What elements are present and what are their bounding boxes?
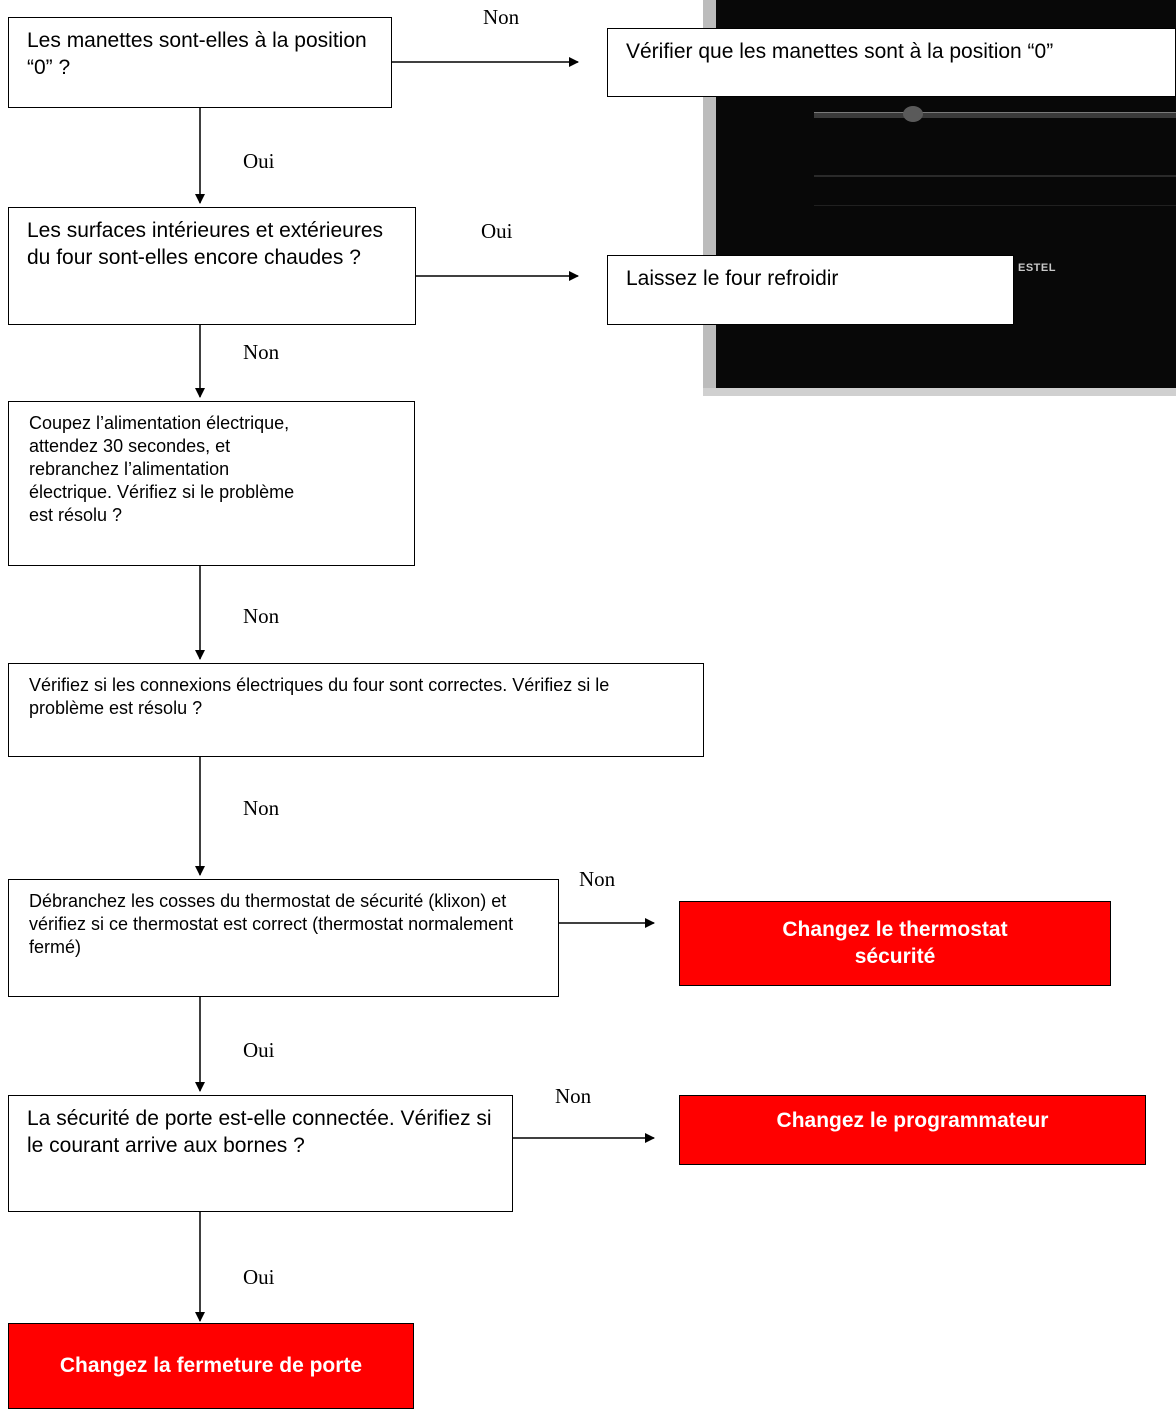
oven-trim-line: [814, 175, 1176, 177]
oven-handle: [814, 112, 1176, 118]
thermostat-action-box: Changez le thermostat sécurité: [679, 901, 1111, 986]
oven-trim-line: [814, 205, 1176, 206]
label-connections-non: Non: [243, 796, 280, 820]
knobs-action-text: Vérifier que les manettes sont à la posi…: [626, 40, 1054, 63]
knobs-question-text: Les manettes sont-elles à la position “0…: [27, 29, 367, 79]
connections-question-box: Vérifiez si les connexions électriques d…: [8, 663, 704, 757]
label-power-non: Non: [243, 604, 280, 628]
thermostat-question-text: Débranchez les cosses du thermostat de s…: [29, 891, 514, 958]
label-thermostat-oui: Oui: [243, 1038, 275, 1062]
surfaces-action-text: Laissez le four refroidir: [626, 267, 839, 290]
label-surfaces-non: Non: [243, 340, 280, 364]
surfaces-question-text: Les surfaces intérieures et extérieures …: [27, 219, 384, 269]
thermostat-question-box: Débranchez les cosses du thermostat de s…: [8, 879, 559, 997]
knobs-action-box: Vérifier que les manettes sont à la posi…: [607, 28, 1176, 97]
label-surfaces-oui: Oui: [481, 219, 513, 243]
door-question-text: La sécurité de porte est-elle connectée.…: [27, 1107, 492, 1157]
thermostat-action-text: Changez le thermostat sécurité: [782, 917, 1008, 968]
label-thermostat-non: Non: [579, 867, 616, 891]
surfaces-question-box: Les surfaces intérieures et extérieures …: [8, 207, 416, 325]
programmer-action-box: Changez le programmateur: [679, 1095, 1146, 1165]
oven-base: [703, 388, 1176, 396]
power-question-text: Coupez l’alimentation électrique, attend…: [29, 413, 295, 526]
label-knobs-non: Non: [483, 5, 520, 29]
label-door-non: Non: [555, 1084, 592, 1108]
oven-knob: [903, 106, 923, 122]
surfaces-action-box: Laissez le four refroidir: [607, 255, 1014, 325]
power-question-box: Coupez l’alimentation électrique, attend…: [8, 401, 415, 566]
label-door-oui: Oui: [243, 1265, 275, 1289]
door-lock-action-text: Changez la fermeture de porte: [59, 1353, 363, 1377]
label-knobs-oui: Oui: [243, 149, 275, 173]
programmer-action-text: Changez le programmateur: [776, 1109, 1049, 1132]
knobs-question-box: Les manettes sont-elles à la position “0…: [8, 17, 392, 108]
door-question-box: La sécurité de porte est-elle connectée.…: [8, 1095, 513, 1212]
connections-question-text: Vérifiez si les connexions électriques d…: [29, 675, 610, 719]
door-lock-action-box: Changez la fermeture de porte: [8, 1323, 414, 1409]
oven-brand-text: ESTEL: [1018, 262, 1056, 274]
